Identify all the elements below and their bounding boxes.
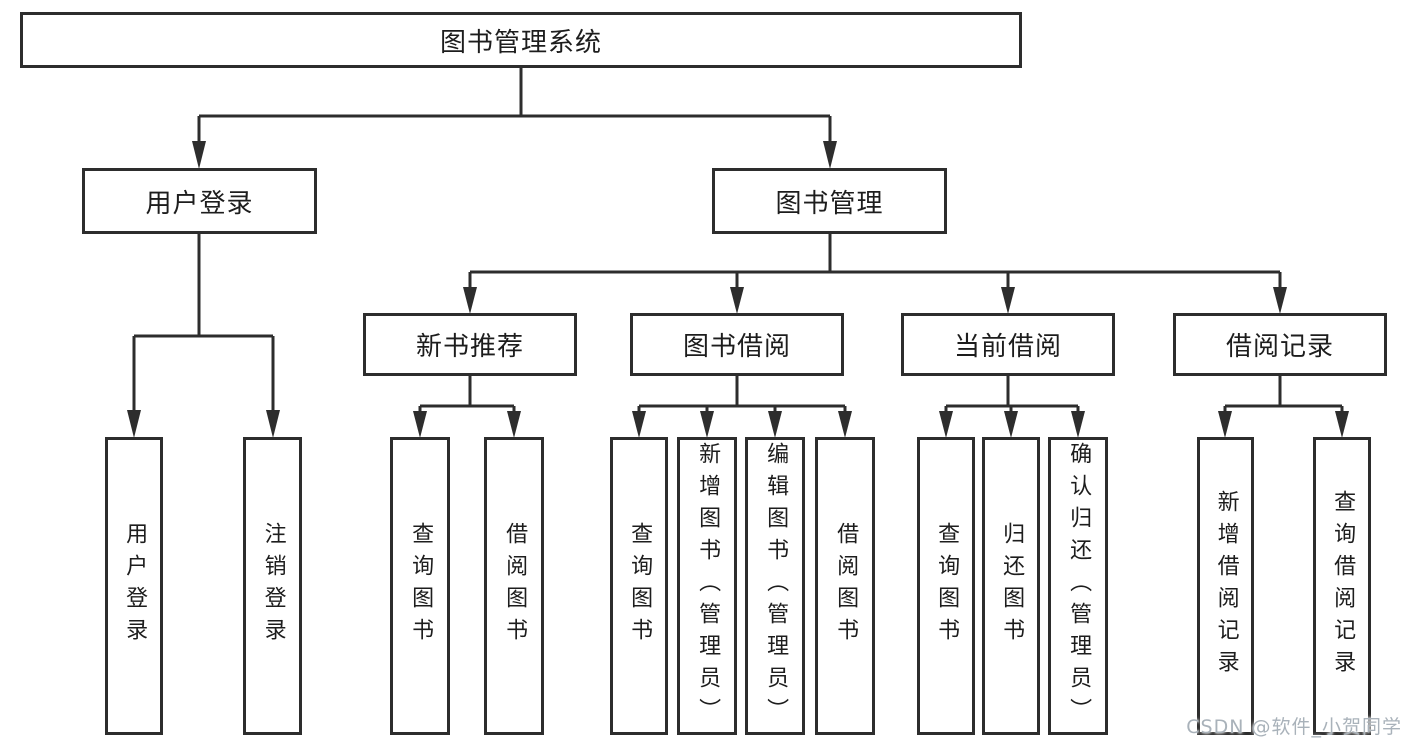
arrowhead <box>507 411 521 438</box>
node-user-login: 用户登录 <box>82 168 317 234</box>
leaf-query-books-borrowing: 查询图书 <box>610 437 668 735</box>
arrowhead <box>823 141 837 169</box>
arrowhead <box>192 141 206 169</box>
leaf-return-books: 归还图书 <box>982 437 1040 735</box>
arrowhead <box>1335 411 1349 438</box>
node-current-borrowing: 当前借阅 <box>901 313 1115 376</box>
connector-borrowing-records-to-leaves <box>1223 376 1344 413</box>
leaf-label: 查询图书 <box>934 522 960 650</box>
leaf-query-borrow-record: 查询借阅记录 <box>1313 437 1371 735</box>
arrowhead <box>413 411 427 438</box>
leaf-query-books-current: 查询图书 <box>917 437 975 735</box>
connector-book-borrowing-to-leaves <box>637 376 847 413</box>
leaf-label: 确认归还（管理员） <box>1066 442 1092 730</box>
leaf-add-books-admin: 新增图书（管理员） <box>677 437 737 735</box>
node-book-management-system: 图书管理系统 <box>20 12 1022 68</box>
leaf-borrow-books-recommend: 借阅图书 <box>484 437 544 735</box>
arrowhead <box>730 287 744 314</box>
leaf-label: 新增图书（管理员） <box>695 442 721 730</box>
arrowhead <box>1071 411 1085 438</box>
leaf-label: 新增借阅记录 <box>1213 490 1239 682</box>
leaf-add-borrow-record: 新增借阅记录 <box>1197 437 1254 735</box>
arrowhead <box>700 411 714 438</box>
leaf-confirm-return-admin: 确认归还（管理员） <box>1048 437 1108 735</box>
leaf-label: 借阅图书 <box>502 522 528 650</box>
leaf-label: 查询图书 <box>408 522 434 650</box>
arrowhead <box>127 410 141 438</box>
arrowhead <box>1004 411 1018 438</box>
leaf-query-books-recommend: 查询图书 <box>390 437 450 735</box>
leaf-label: 查询图书 <box>627 522 653 650</box>
leaf-user-login: 用户登录 <box>105 437 163 735</box>
arrowhead <box>1001 287 1015 314</box>
connector-book-management-to-level3 <box>468 233 1282 290</box>
arrowhead <box>1218 411 1232 438</box>
node-borrowing-records: 借阅记录 <box>1173 313 1387 376</box>
connector-root-to-level2 <box>197 66 832 143</box>
arrowhead <box>939 411 953 438</box>
leaf-label: 编辑图书（管理员） <box>763 442 789 730</box>
leaf-label: 借阅图书 <box>833 522 859 650</box>
node-book-borrowing: 图书借阅 <box>630 313 844 376</box>
arrowhead <box>266 410 280 438</box>
node-book-management: 图书管理 <box>712 168 947 234</box>
connector-user-login-to-leaves <box>132 234 275 412</box>
arrowhead <box>463 287 477 314</box>
leaf-label: 注销登录 <box>260 522 286 650</box>
leaf-label: 查询借阅记录 <box>1330 490 1356 682</box>
leaf-edit-books-admin: 编辑图书（管理员） <box>745 437 805 735</box>
arrowhead <box>768 411 782 438</box>
arrowhead <box>838 411 852 438</box>
arrowhead <box>632 411 646 438</box>
leaf-label: 归还图书 <box>999 522 1025 650</box>
leaf-label: 用户登录 <box>122 522 148 650</box>
leaf-borrow-books: 借阅图书 <box>815 437 875 735</box>
leaf-logout-login: 注销登录 <box>243 437 302 735</box>
csdn-watermark: CSDN @软件_小贺同学 <box>1186 716 1402 738</box>
connector-new-book-recommendation-to-leaves <box>418 376 516 413</box>
node-new-book-recommendation: 新书推荐 <box>363 313 577 376</box>
connector-current-borrowing-to-leaves <box>944 376 1080 413</box>
arrowhead <box>1273 287 1287 314</box>
